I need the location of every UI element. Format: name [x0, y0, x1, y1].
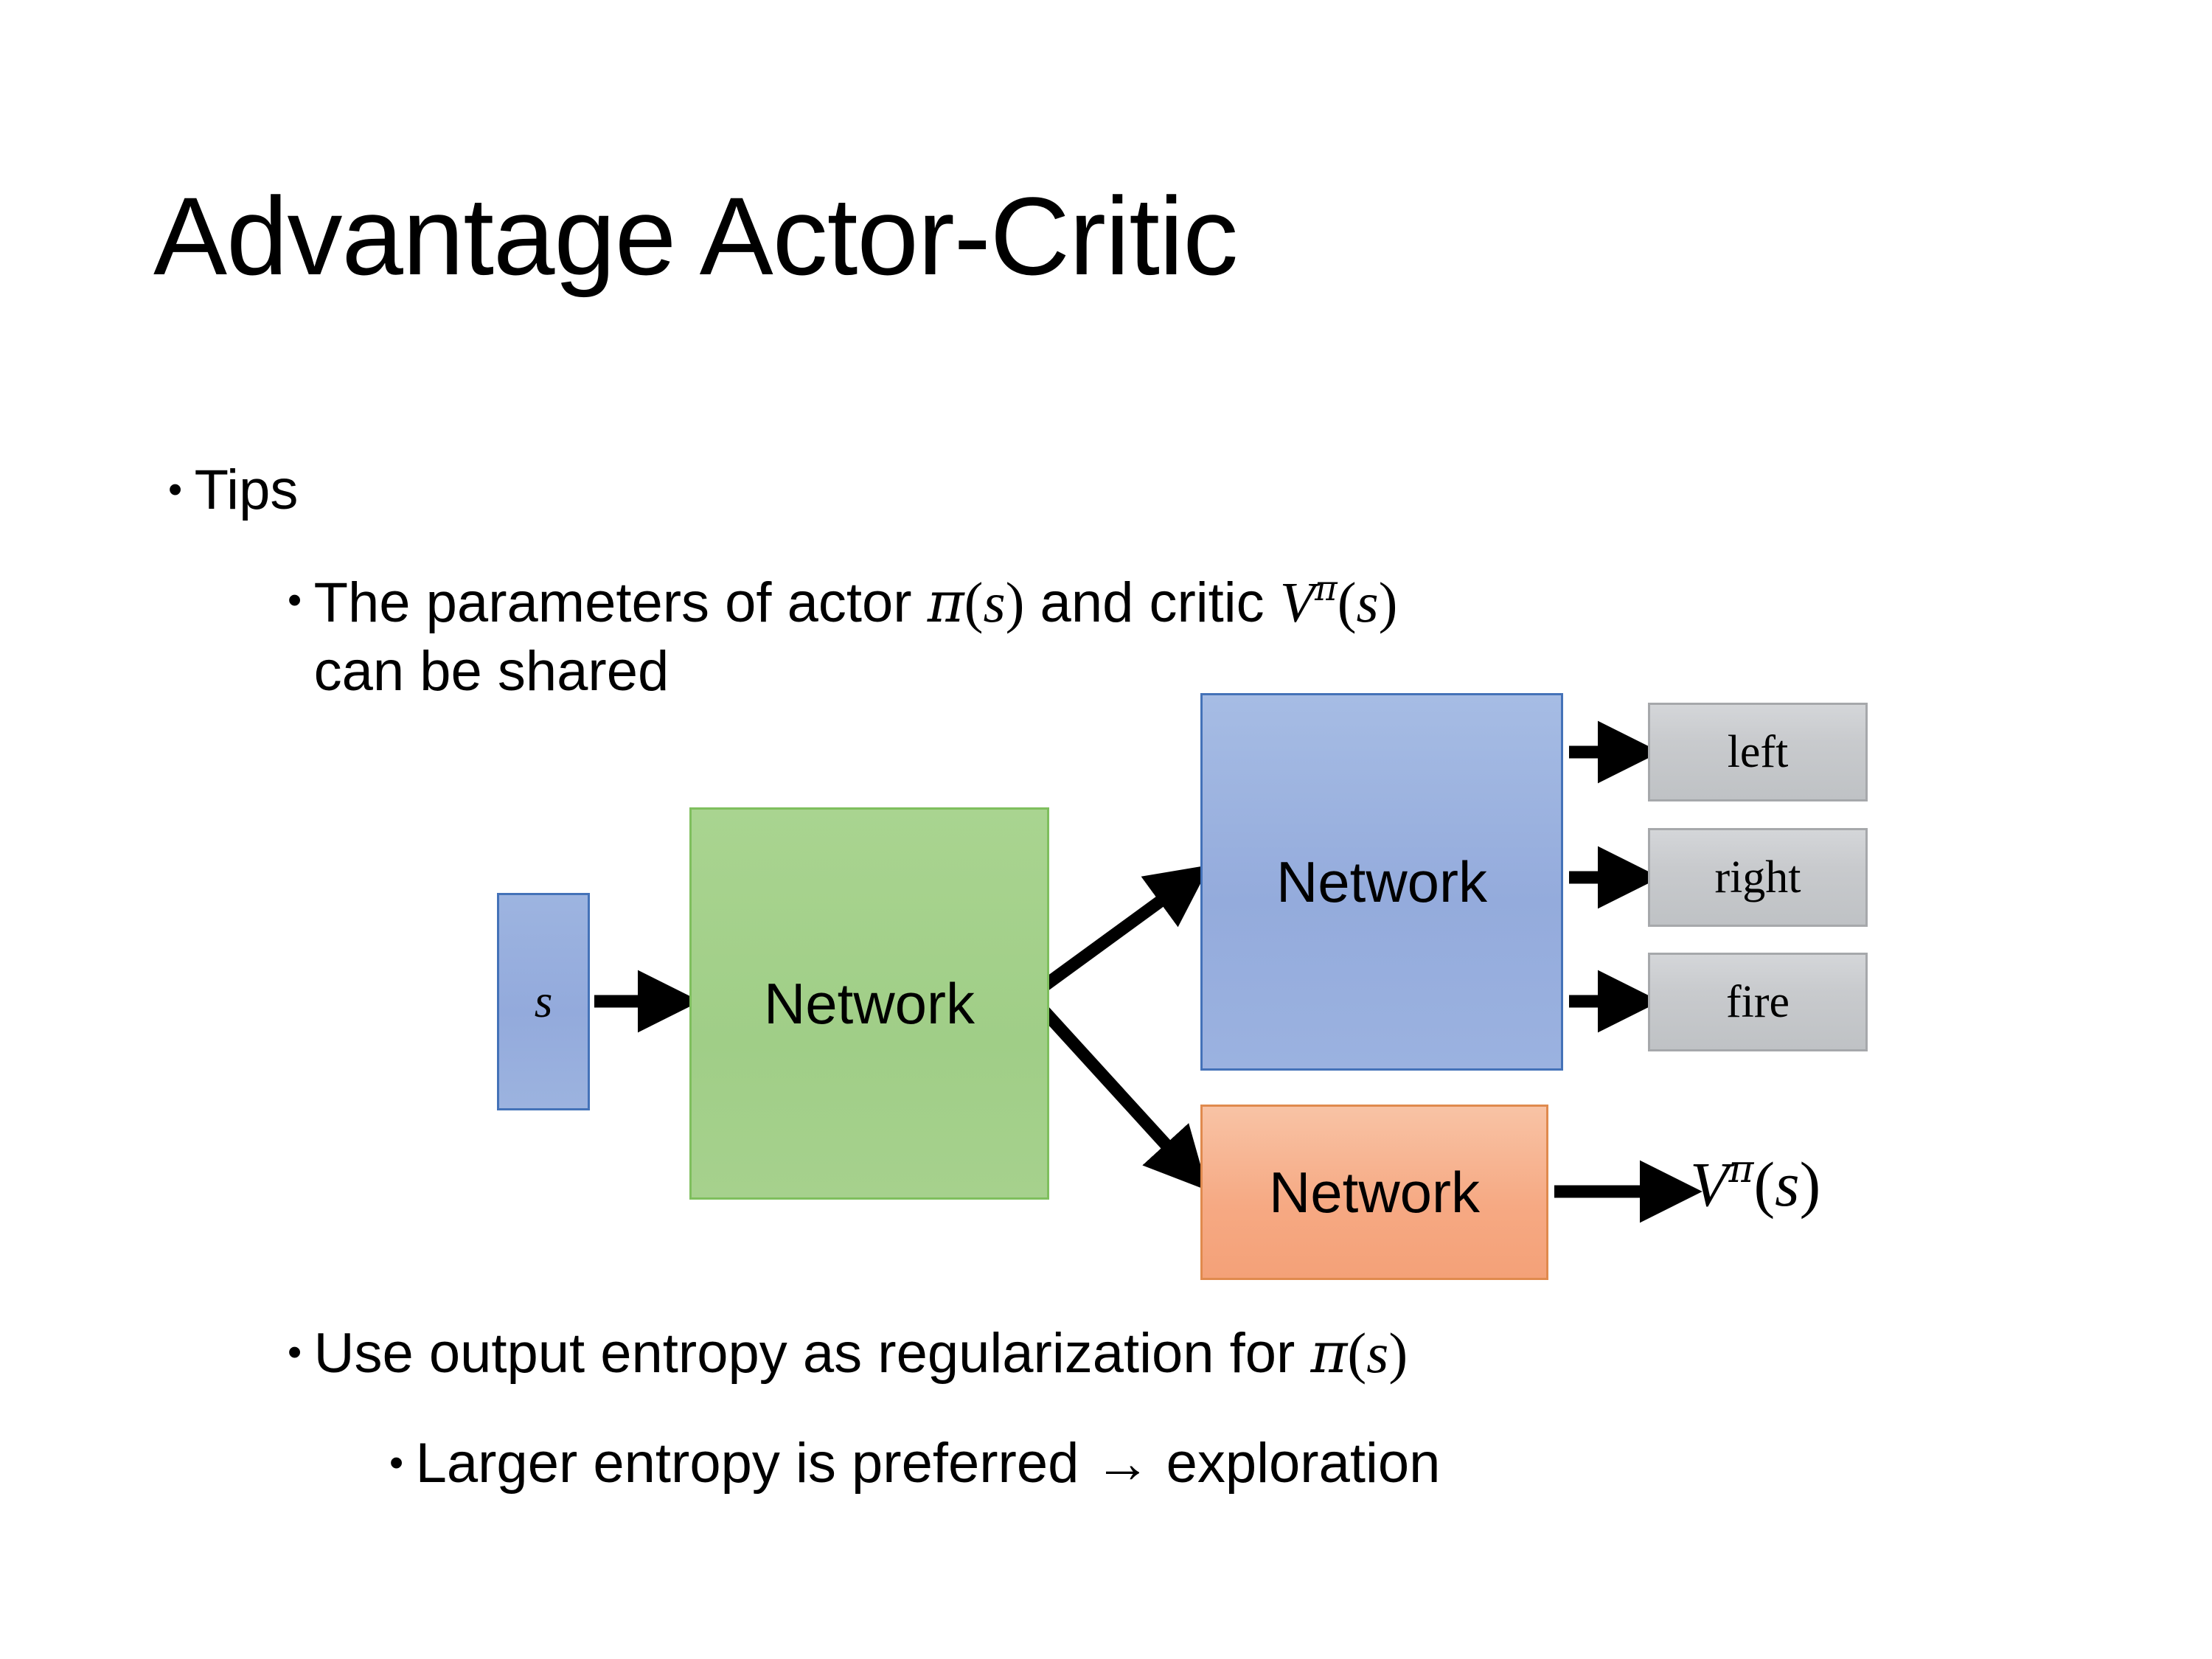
bullet-marker-icon: • [288, 577, 302, 623]
entropy-text: Use output entropy as regularization for [313, 1322, 1311, 1385]
actor-network-box: Network [1200, 693, 1563, 1071]
shared-network-label: Network [763, 970, 975, 1036]
action-label: left [1727, 726, 1789, 777]
arrow-shared-to-actor [1031, 864, 1211, 998]
critic-network-box: Network [1200, 1105, 1548, 1280]
bullet-marker-icon: • [288, 1329, 302, 1375]
symbol-V: V [1690, 1149, 1729, 1220]
shared-text-part1: The parameters of actor [313, 571, 928, 634]
paren-close: ) [1378, 570, 1398, 634]
bullet-entropy-text: Use output entropy as regularization for… [314, 1320, 1408, 1387]
page-title: Advantage Actor-Critic [153, 174, 1238, 298]
shared-network-box: Network [689, 807, 1049, 1200]
state-input-box: s [497, 893, 590, 1110]
paren-open: ( [1753, 1149, 1775, 1220]
paren-close: ) [1005, 570, 1025, 634]
bullet-shared-text: The parameters of actor π(s) and critic … [314, 568, 2131, 706]
symbol-s: s [983, 570, 1006, 634]
paren-open: ( [964, 570, 984, 634]
bullet-shared-parameters: • The parameters of actor π(s) and criti… [288, 568, 2131, 706]
symbol-pi: π [927, 568, 964, 635]
symbol-s: s [1775, 1149, 1800, 1220]
critic-network-label: Network [1268, 1159, 1481, 1225]
shared-text-part2: and critic [1024, 571, 1280, 634]
action-output-left: left [1648, 703, 1868, 801]
paren-close: ) [1388, 1321, 1408, 1385]
arrow-shared-to-critic [1030, 997, 1208, 1191]
bullet-marker-icon: • [389, 1439, 404, 1486]
formula-pi-of-s: π(s) [927, 568, 1025, 635]
action-label: fire [1725, 976, 1790, 1027]
bullet-tips-label: Tips [194, 459, 299, 521]
shared-text-line2: can be shared [313, 639, 669, 703]
actor-network-label: Network [1276, 849, 1488, 914]
action-output-fire: fire [1648, 953, 1868, 1051]
symbol-V: V [1279, 570, 1315, 634]
symbol-pi: π [1310, 1320, 1348, 1385]
value-function-output-label: Vπ(s) [1690, 1147, 1820, 1221]
bullet-larger-entropy: • Larger entropy is preferred → explorat… [389, 1430, 1440, 1497]
symbol-s: s [1356, 570, 1379, 634]
bullet-tips: • Tips [168, 457, 298, 524]
bullet-marker-icon: • [168, 466, 183, 512]
paren-open: ( [1337, 570, 1357, 634]
superscript-pi: π [1728, 1147, 1754, 1192]
formula-v-pi-of-s: Vπ(s) [1279, 568, 1398, 634]
symbol-s: s [1366, 1321, 1389, 1385]
formula-pi-of-s: π(s) [1310, 1320, 1408, 1385]
state-label: s [534, 975, 553, 1027]
bullet-entropy-regularization: • Use output entropy as regularization f… [288, 1320, 1408, 1387]
paren-open: ( [1347, 1321, 1367, 1385]
action-output-right: right [1648, 828, 1868, 927]
bullet-larger-label: Larger entropy is preferred → exploratio… [415, 1432, 1441, 1495]
action-label: right [1714, 852, 1801, 902]
superscript-pi: π [1315, 568, 1338, 608]
paren-close: ) [1799, 1149, 1821, 1220]
